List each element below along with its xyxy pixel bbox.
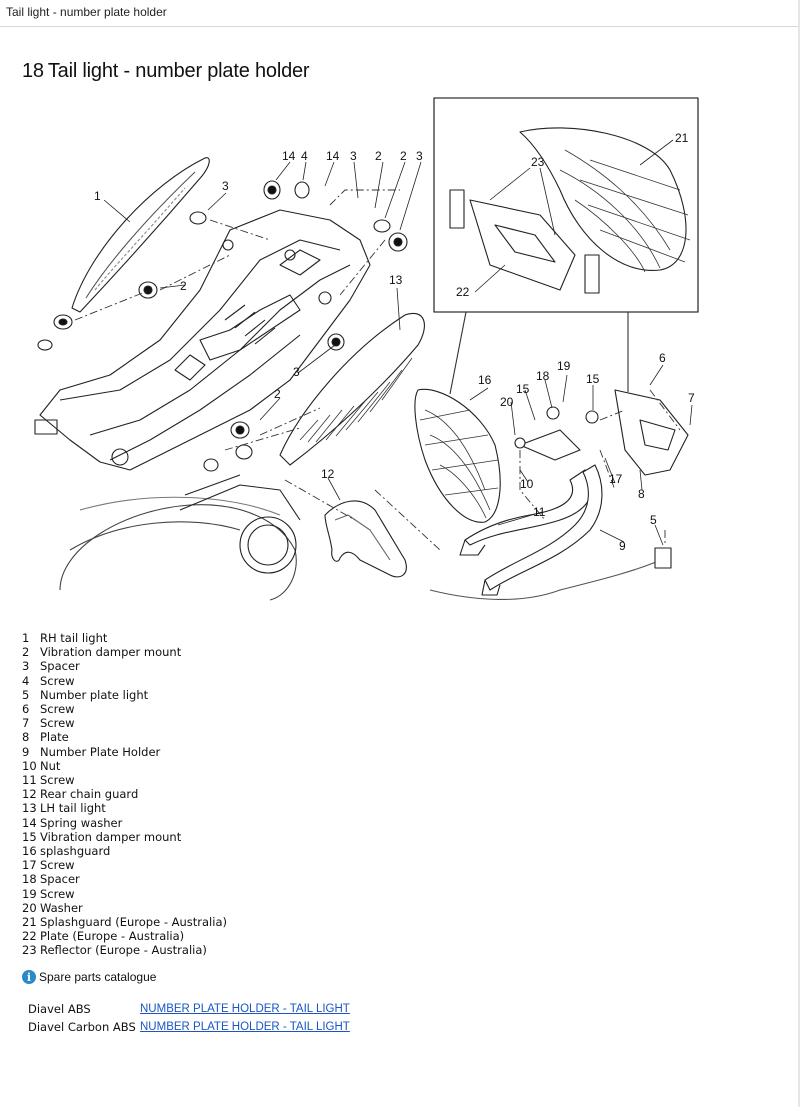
callout-label: 1 bbox=[94, 189, 101, 203]
callout-label: 5 bbox=[650, 513, 657, 527]
callout-label: 23 bbox=[531, 155, 545, 169]
callout-label: 13 bbox=[389, 273, 403, 287]
callout-label: 15 bbox=[586, 372, 600, 386]
info-icon: i bbox=[22, 970, 36, 984]
callout-label: 3 bbox=[293, 365, 300, 379]
catalogue-model: Diavel ABS bbox=[28, 1002, 91, 1016]
callout-label: 10 bbox=[520, 477, 534, 491]
callout-label: 8 bbox=[638, 487, 645, 501]
catalogue-link[interactable]: NUMBER PLATE HOLDER - TAIL LIGHT bbox=[140, 1003, 350, 1015]
section-title: Tail light - number plate holder bbox=[47, 60, 310, 82]
callout-label: 2 bbox=[375, 149, 382, 163]
callout-label: 22 bbox=[456, 285, 470, 299]
catalogue-heading-label: Spare parts catalogue bbox=[39, 970, 157, 984]
exploded-parts-diagram: 1 2 3 14 4 14 3 2 2 3 13 3 2 12 11 10 9 … bbox=[34, 97, 699, 601]
catalogue-model: Diavel Carbon ABS bbox=[28, 1020, 136, 1034]
callout-label: 2 bbox=[400, 149, 407, 163]
callout-label: 14 bbox=[282, 149, 296, 163]
callout-label: 15 bbox=[516, 382, 530, 396]
callout-label: 6 bbox=[659, 351, 666, 365]
callout-label: 14 bbox=[326, 149, 340, 163]
callout-label: 3 bbox=[222, 179, 229, 193]
catalogue-link[interactable]: NUMBER PLATE HOLDER - TAIL LIGHT bbox=[140, 1021, 350, 1033]
callout-label: 2 bbox=[180, 279, 187, 293]
callout-label: 4 bbox=[301, 149, 308, 163]
catalogue-row: Diavel ABS NUMBER PLATE HOLDER - TAIL LI… bbox=[28, 1002, 350, 1016]
callout-label: 12 bbox=[321, 467, 335, 481]
callout-label: 9 bbox=[619, 539, 626, 553]
callout-label: 17 bbox=[609, 472, 623, 486]
window-titlebar: Tail light - number plate holder bbox=[0, 0, 800, 27]
callout-label: 19 bbox=[557, 359, 571, 373]
callout-label: 21 bbox=[675, 131, 689, 145]
callout-label: 20 bbox=[500, 395, 514, 409]
callout-label: 18 bbox=[536, 369, 550, 383]
catalogue-row: Diavel Carbon ABS NUMBER PLATE HOLDER - … bbox=[28, 1020, 350, 1034]
spare-parts-catalogue-heading: i Spare parts catalogue bbox=[22, 970, 156, 984]
callout-label: 2 bbox=[274, 387, 281, 401]
window-title: Tail light - number plate holder bbox=[6, 5, 167, 19]
callout-label: 3 bbox=[350, 149, 357, 163]
callout-label: 3 bbox=[416, 149, 423, 163]
diagram-callouts: 1 2 3 14 4 14 3 2 2 3 13 3 2 12 11 10 9 … bbox=[94, 131, 695, 553]
section-number: 18 bbox=[22, 60, 44, 82]
callout-label: 7 bbox=[688, 391, 695, 405]
callout-label: 16 bbox=[478, 373, 492, 387]
callout-label: 11 bbox=[533, 505, 546, 519]
catalogue-table: Diavel ABS NUMBER PLATE HOLDER - TAIL LI… bbox=[28, 1002, 350, 1034]
